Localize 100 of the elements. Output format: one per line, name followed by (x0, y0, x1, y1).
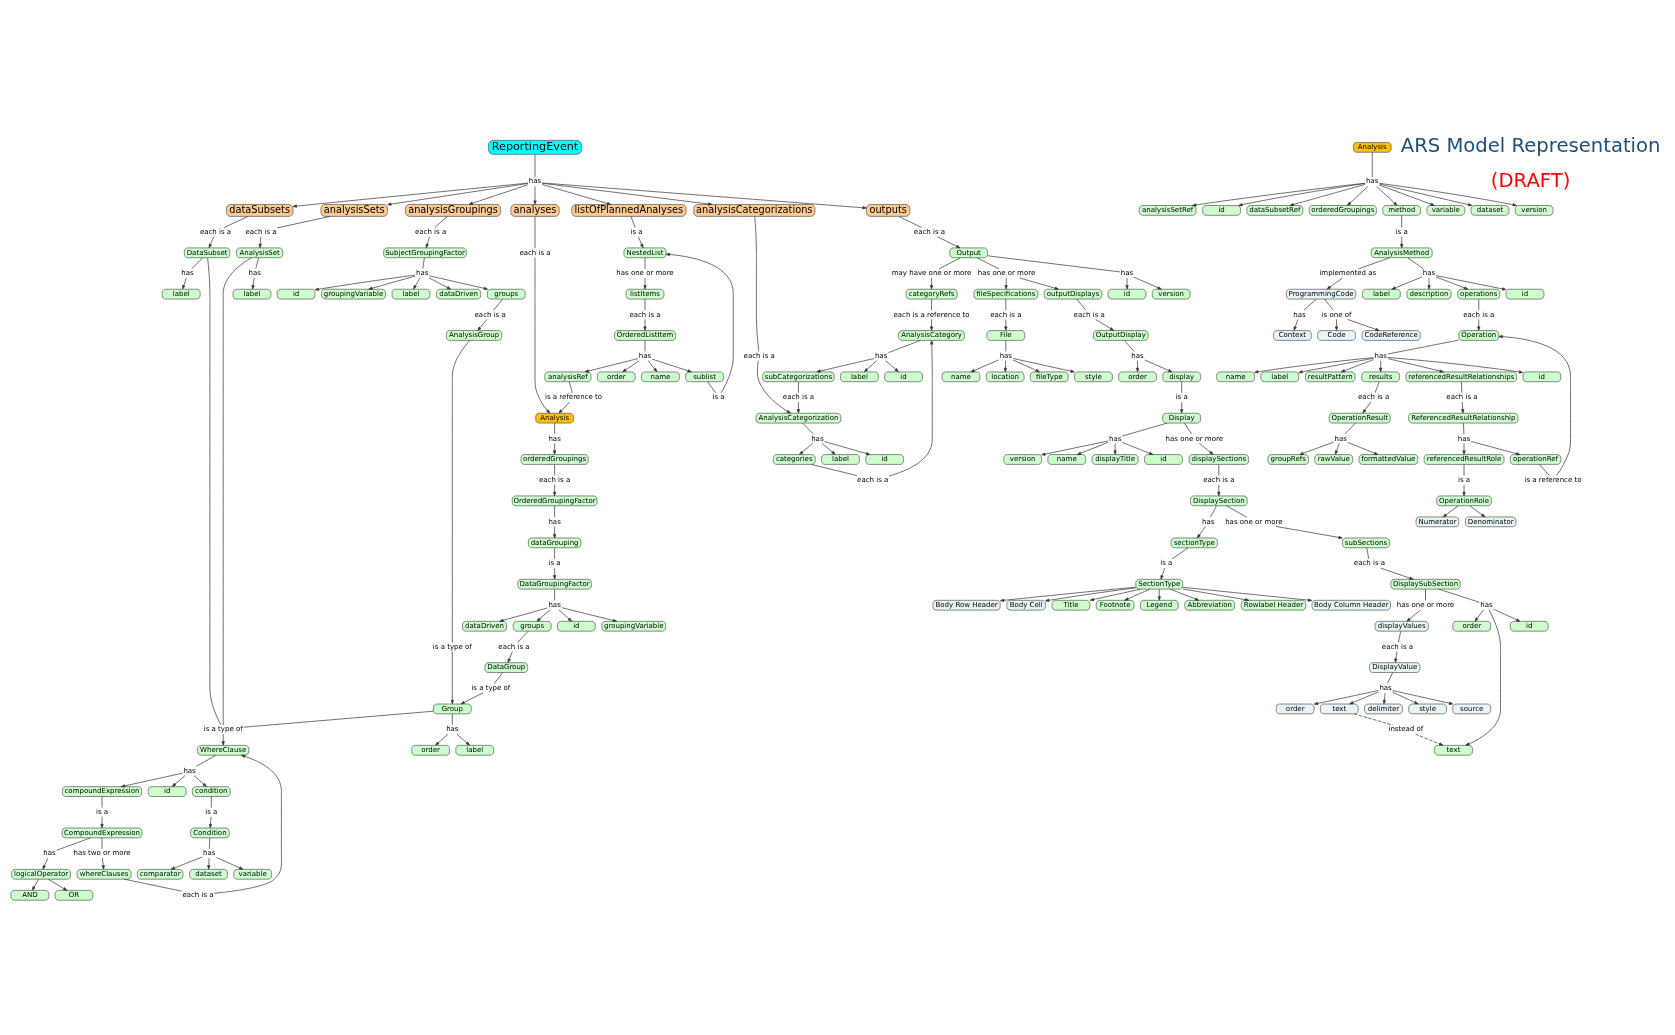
arrow (1376, 185, 1398, 206)
arrow (1379, 359, 1383, 372)
arrow (1435, 274, 1507, 290)
connector (101, 795, 103, 808)
arrow (1004, 318, 1008, 331)
arrow (1427, 277, 1431, 289)
connector (1184, 422, 1193, 434)
arrow (1335, 442, 1340, 455)
arrow (1182, 586, 1313, 602)
arrow (1077, 441, 1109, 455)
arrow (558, 609, 572, 622)
connector (1124, 339, 1135, 352)
connector (938, 256, 961, 269)
arrow (1435, 276, 1469, 290)
arrow (1004, 277, 1008, 289)
arrow (1089, 588, 1141, 601)
arrow (1298, 357, 1374, 373)
arrow (1469, 505, 1486, 517)
arrow (428, 277, 451, 290)
connector (196, 754, 217, 767)
arrow (665, 252, 734, 393)
connector (554, 547, 555, 559)
arrow (534, 256, 551, 413)
connector (798, 380, 799, 393)
connector (210, 795, 212, 808)
connector (1463, 463, 1465, 476)
arrow (1462, 483, 1466, 496)
arrow (885, 359, 899, 372)
arrow (101, 857, 105, 869)
arrow (1180, 401, 1184, 413)
arrow (100, 816, 104, 828)
arrow (1299, 441, 1334, 455)
arrow (1465, 609, 1501, 746)
arrow (387, 182, 529, 206)
arrow (468, 183, 529, 205)
connector (434, 215, 448, 228)
arrow (643, 277, 647, 289)
arrow (1289, 183, 1366, 206)
arrow (170, 856, 203, 870)
arrow (456, 733, 470, 745)
connector (1005, 298, 1007, 310)
arrow (1113, 442, 1117, 455)
arrow (193, 774, 207, 787)
connector (1181, 380, 1183, 393)
connector (1387, 671, 1393, 684)
arrow (622, 359, 640, 372)
connector (1407, 256, 1424, 269)
arrow (1394, 650, 1398, 663)
arrow (561, 606, 618, 622)
arrow (796, 401, 800, 413)
connector (1374, 380, 1380, 393)
arrow (1415, 733, 1444, 746)
arrow (1477, 318, 1481, 331)
arrow (208, 816, 213, 828)
connector (451, 713, 453, 725)
connector (707, 380, 716, 393)
connector (493, 671, 504, 684)
arrow (1462, 442, 1466, 455)
arrow (930, 277, 934, 289)
connector (987, 255, 1121, 272)
arrow (1254, 356, 1374, 373)
arrow (1000, 586, 1136, 602)
arrow (1461, 401, 1465, 413)
connector (554, 463, 555, 476)
connector (1387, 339, 1459, 354)
arrow (553, 525, 557, 538)
connector (811, 463, 858, 476)
arrow (1347, 318, 1380, 331)
node-box: ReportingEvent (488, 139, 582, 155)
arrow (1124, 588, 1151, 601)
arrow (533, 185, 537, 205)
connector (1344, 422, 1356, 434)
connector (534, 215, 536, 248)
arrow (1334, 318, 1339, 331)
arrow (1340, 358, 1374, 372)
connector (898, 215, 922, 228)
arrow (221, 733, 225, 745)
arrow (1349, 691, 1379, 704)
arrow (1217, 483, 1221, 496)
arrow (450, 650, 454, 704)
connector (534, 153, 536, 177)
arrow (541, 182, 867, 209)
arrow (937, 235, 961, 248)
connector (422, 256, 425, 269)
arrow (1313, 689, 1379, 705)
arrow (1498, 334, 1571, 476)
arrow (799, 442, 814, 455)
arrow (216, 856, 244, 870)
arrow (292, 182, 529, 208)
arrow (643, 318, 647, 331)
arrow (460, 692, 484, 704)
connector (1366, 547, 1370, 559)
arrow (1387, 356, 1524, 373)
connector (1005, 339, 1007, 352)
arrow (541, 182, 713, 206)
connector (1463, 422, 1465, 434)
connector (276, 215, 331, 228)
node-box: analysisSets (320, 203, 388, 217)
arrow (584, 357, 639, 373)
connector (630, 215, 636, 228)
